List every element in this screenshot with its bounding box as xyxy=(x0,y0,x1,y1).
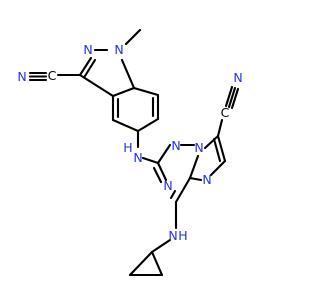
bond-c2-n1 xyxy=(156,143,172,165)
atom-c-nitrile-indazole: C xyxy=(48,68,57,83)
atom-n-amine: N xyxy=(168,228,177,243)
bond-c7-c6-double xyxy=(212,137,222,163)
atom-n-linker: N xyxy=(133,150,142,165)
atom-n-triazine-a: N xyxy=(171,138,180,153)
bond-n8-c7 xyxy=(203,134,220,150)
atom-n-pyrazole: N xyxy=(83,42,92,57)
bond-c6-n5 xyxy=(209,159,227,177)
bond-c7-c6 xyxy=(216,134,227,163)
bond-c7a-c3a xyxy=(111,86,136,98)
atom-h-amine: H xyxy=(178,228,187,243)
atom-n-imidazole: N xyxy=(202,172,211,187)
bond-nh-c2 xyxy=(141,156,160,165)
bond-n8-c8a xyxy=(188,154,200,180)
bond-core-cn-triple-3 xyxy=(230,87,240,110)
bond-n5-c8a xyxy=(188,176,203,182)
bond-cp-3 xyxy=(128,250,154,277)
molecule-structure: N N C N H N N N N N C N N H xyxy=(17,28,243,277)
bond-c2-n3-double xyxy=(152,166,163,184)
bond-c5-c4 xyxy=(111,118,140,133)
atom-c-nitrile-core: C xyxy=(221,105,230,120)
atom-n-triazine-b: N xyxy=(163,178,172,193)
atom-n-nitrile-core: N xyxy=(233,70,242,85)
bond-c6-c5 xyxy=(136,117,160,133)
bond-c2-n3 xyxy=(156,161,168,182)
bond-c4-n3 xyxy=(169,189,177,200)
bond-cp-1 xyxy=(150,250,164,277)
bond-core-cn-triple-1 xyxy=(224,85,234,108)
bond-c7a-c7 xyxy=(132,86,160,97)
bond-n2-c3 xyxy=(78,56,93,77)
atom-n-methyl: N xyxy=(114,42,123,57)
bond-nh-cyclopropyl xyxy=(150,238,172,254)
atom-h-linker: H xyxy=(123,140,132,155)
bond-methyl xyxy=(124,28,142,46)
molecule-canvas: N N C N H N N N N N C N N H xyxy=(17,28,243,277)
bond-n1-c7a xyxy=(120,58,136,90)
atom-n-bridge: N xyxy=(194,140,203,155)
atom-n-nitrile-indazole: N xyxy=(17,69,26,84)
bond-n2-c3-double xyxy=(83,58,97,78)
bond-c7-cn xyxy=(216,118,224,138)
bond-core-cn-triple-2 xyxy=(227,86,237,109)
bond-c3-c3a xyxy=(78,73,115,98)
bond-c8a-c4 xyxy=(174,176,192,204)
